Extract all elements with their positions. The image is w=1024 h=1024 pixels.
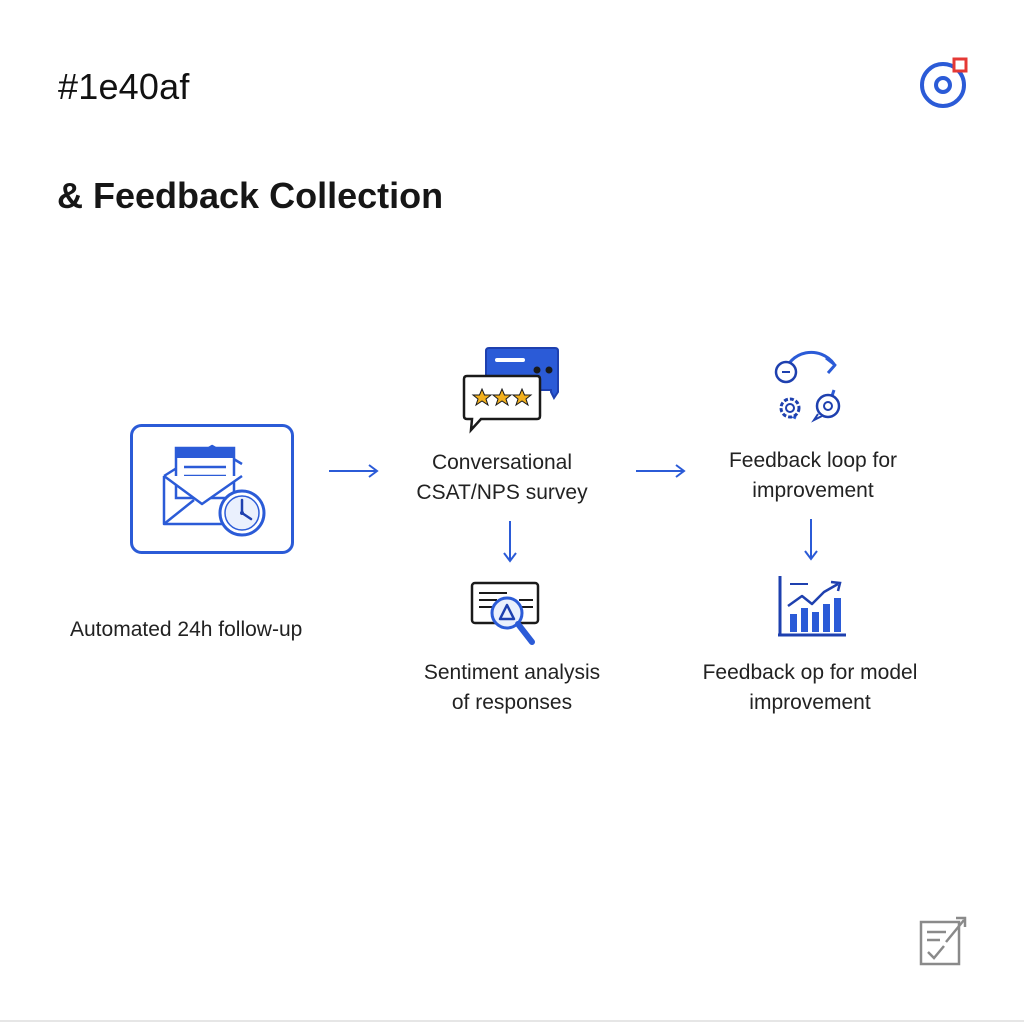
page-title: & Feedback Collection: [57, 175, 444, 216]
step-sentiment-line1: Sentiment analysis: [423, 661, 601, 684]
step-sentiment-label: Sentiment analysis of responses: [402, 658, 622, 718]
arrow-right-icon: [636, 464, 686, 478]
step-loop-line2: improvement: [752, 479, 874, 502]
bar-chart-trend-icon: [778, 576, 846, 637]
bottom-divider: [0, 1020, 1024, 1022]
magnify-analysis-icon: [470, 581, 540, 645]
cycle-gears-icon: [774, 350, 841, 423]
step-sentiment-line2: of responses: [451, 691, 573, 714]
step-loop-line1: Feedback loop for: [728, 449, 898, 472]
arrow-right-icon: [329, 464, 379, 478]
chat-rating-icon: [462, 347, 559, 434]
arrow-down-icon: [804, 519, 818, 561]
step-loop-label: Feedback loop for improvement: [708, 446, 918, 506]
step-model-label: Feedback op for model improvement: [688, 658, 932, 718]
checklist-icon: [919, 916, 967, 966]
step-survey-line1: Conversational: [431, 451, 573, 474]
step-model-line2: improvement: [749, 691, 871, 714]
step-followup-label: Automated 24h follow-up: [70, 618, 303, 641]
arrow-down-icon: [503, 521, 517, 563]
brand-hex-label: #1e40af: [58, 66, 190, 107]
envelope-clock-icon: [130, 424, 294, 554]
step-survey-line2: CSAT/NPS survey: [416, 481, 588, 504]
step-survey-label: Conversational CSAT/NPS survey: [402, 448, 602, 508]
step-model-line1: Feedback op for model: [702, 661, 918, 684]
target-logo-icon: [920, 57, 968, 108]
